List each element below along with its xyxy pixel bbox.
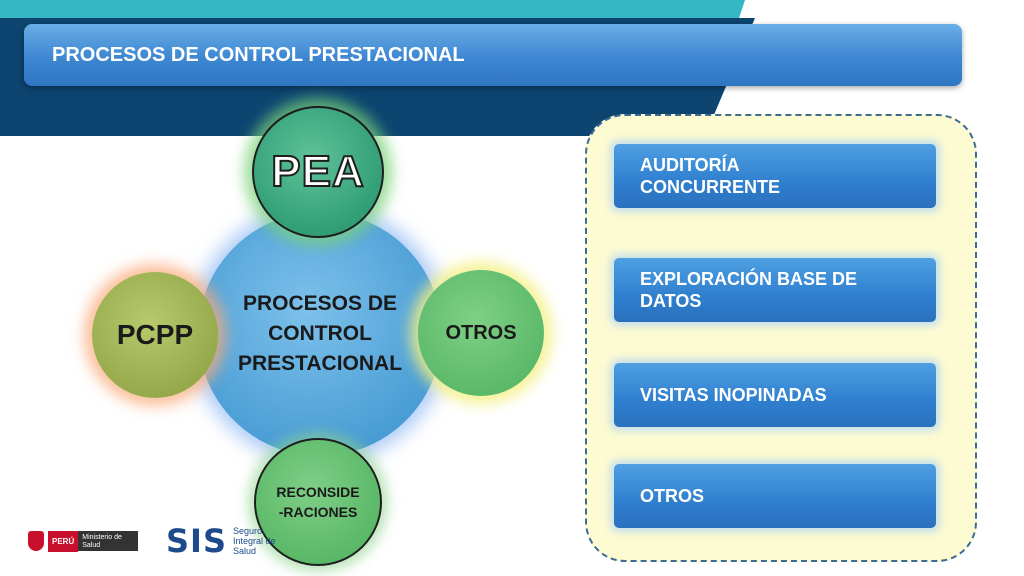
ministerio-label: Ministerio de Salud — [78, 531, 139, 551]
reconsideraciones-label: RECONSIDE -RACIONES — [276, 484, 360, 520]
center-circle-label: PROCESOS DE CONTROL PRESTACIONAL — [237, 292, 403, 375]
panel-item-auditoria: AUDITORÍA CONCURRENTE — [614, 144, 936, 208]
panel-item-otros: OTROS — [614, 464, 936, 528]
panel-item-label: OTROS — [640, 486, 705, 506]
panel-item-visitas: VISITAS INOPINADAS — [614, 363, 936, 427]
title-bar: PROCESOS DE CONTROL PRESTACIONAL — [24, 24, 962, 86]
ministerio-logo: PERÚ Ministerio de Salud — [28, 528, 139, 554]
sis-logo: SIS Seguro Integral de Salud — [166, 522, 285, 560]
otros-circle-label: OTROS — [445, 321, 517, 344]
panel-item-label: AUDITORÍA CONCURRENTE — [640, 155, 781, 197]
panel-item-label: VISITAS INOPINADAS — [640, 385, 827, 405]
sis-subtitle: Seguro Integral de Salud — [233, 526, 276, 556]
center-circle: PROCESOS DE CONTROL PRESTACIONAL — [198, 212, 442, 456]
sis-wordmark: SIS — [166, 522, 227, 560]
pcpp-circle: PCPP — [92, 272, 218, 398]
pea-circle: PEA — [252, 106, 384, 238]
otros-circle: OTROS — [418, 270, 544, 396]
panel-item-label: EXPLORACIÓN BASE DE DATOS — [640, 269, 858, 311]
pcpp-label: PCPP — [116, 319, 194, 350]
reconsideraciones-circle: RECONSIDE -RACIONES — [254, 438, 382, 566]
peru-label: PERÚ — [48, 530, 79, 552]
shield-icon — [28, 531, 44, 551]
pea-label: PEA — [270, 146, 365, 197]
page-title: PROCESOS DE CONTROL PRESTACIONAL — [52, 43, 465, 66]
panel-item-exploracion: EXPLORACIÓN BASE DE DATOS — [614, 258, 936, 322]
